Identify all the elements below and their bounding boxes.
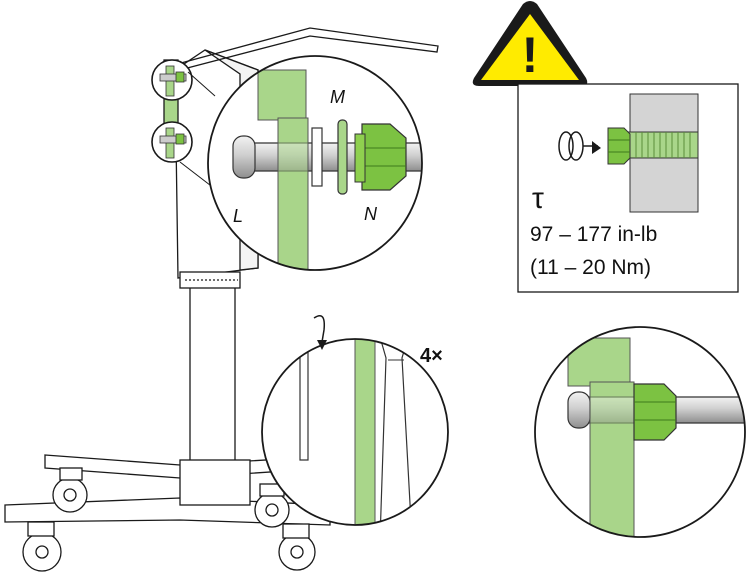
bolt-head	[232, 135, 256, 179]
stand-drawing	[4, 27, 439, 572]
detail-circle-tightened	[534, 326, 746, 538]
torque-value-inlb: 97 – 177 in-lb	[530, 223, 657, 246]
callout-small-bottom	[151, 121, 193, 163]
threaded-rod	[619, 131, 699, 159]
green-bracket-right	[567, 337, 631, 387]
warning-mark: !	[522, 27, 539, 83]
detail-circle-bolt	[207, 55, 423, 271]
caster-wheel	[278, 523, 316, 571]
detail-circle-tools	[261, 315, 449, 526]
rotate-arrow-icon	[313, 315, 326, 343]
torque-value-nm: (11 – 20 Nm)	[530, 256, 651, 279]
base-hub	[179, 459, 251, 506]
part-label-l: L	[233, 206, 243, 226]
torque-nut	[607, 127, 631, 165]
torque-symbol: τ	[532, 182, 544, 215]
tightened-nut	[633, 383, 677, 441]
display-top-lines	[169, 27, 439, 73]
caster-wheel	[52, 467, 88, 513]
nut-n	[361, 123, 407, 191]
warning-icon: !	[472, 1, 588, 86]
torque-spec-box: τ 97 – 177 in-lb (11 – 20 Nm)	[517, 83, 739, 293]
green-bracket-mid	[354, 339, 376, 525]
quantity-label: 4×	[420, 345, 443, 367]
rod-threads	[635, 132, 691, 158]
wrench-icon	[377, 339, 413, 525]
washer-m	[337, 119, 348, 195]
green-bracket	[257, 69, 307, 121]
part-label-n: N	[364, 204, 378, 224]
hex-key-icon	[299, 339, 331, 461]
callout-leader	[187, 71, 216, 97]
callout-small-top	[151, 59, 193, 101]
caster-wheel	[22, 521, 62, 572]
part-label-m: M	[330, 87, 345, 107]
base-rear	[44, 454, 301, 479]
spacer	[311, 127, 323, 187]
caster-wheel	[254, 483, 290, 528]
